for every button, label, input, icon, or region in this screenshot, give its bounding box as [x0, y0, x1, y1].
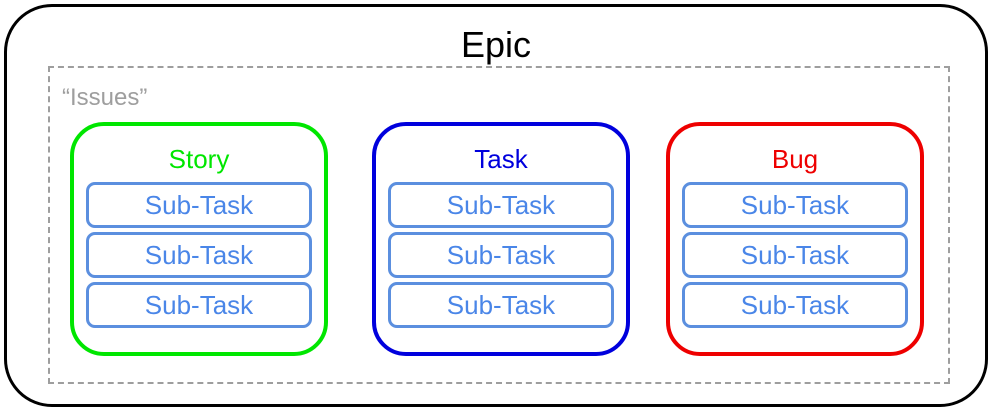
subtask: Sub-Task [86, 232, 312, 278]
issues-group-label: “Issues” [62, 84, 148, 111]
issue-bug-subtasks: Sub-Task Sub-Task Sub-Task [682, 182, 908, 332]
subtask: Sub-Task [682, 282, 908, 328]
subtask: Sub-Task [86, 282, 312, 328]
epic-container: Epic [4, 4, 988, 407]
subtask: Sub-Task [682, 182, 908, 228]
epic-title: Epic [460, 24, 532, 65]
issue-story-title: Story [168, 144, 230, 174]
issue-task: Task Sub-Task Sub-Task Sub-Task [372, 122, 630, 356]
issue-task-subtasks: Sub-Task Sub-Task Sub-Task [388, 182, 614, 332]
issue-bug: Bug Sub-Task Sub-Task Sub-Task [666, 122, 924, 356]
subtask: Sub-Task [388, 182, 614, 228]
subtask: Sub-Task [388, 282, 614, 328]
subtask: Sub-Task [682, 232, 908, 278]
subtask: Sub-Task [388, 232, 614, 278]
issue-bug-title: Bug [771, 144, 819, 174]
issue-task-title: Task [474, 144, 528, 174]
issue-story: Story Sub-Task Sub-Task Sub-Task [70, 122, 328, 356]
issue-story-subtasks: Sub-Task Sub-Task Sub-Task [86, 182, 312, 332]
issues-group [48, 66, 950, 384]
subtask: Sub-Task [86, 182, 312, 228]
